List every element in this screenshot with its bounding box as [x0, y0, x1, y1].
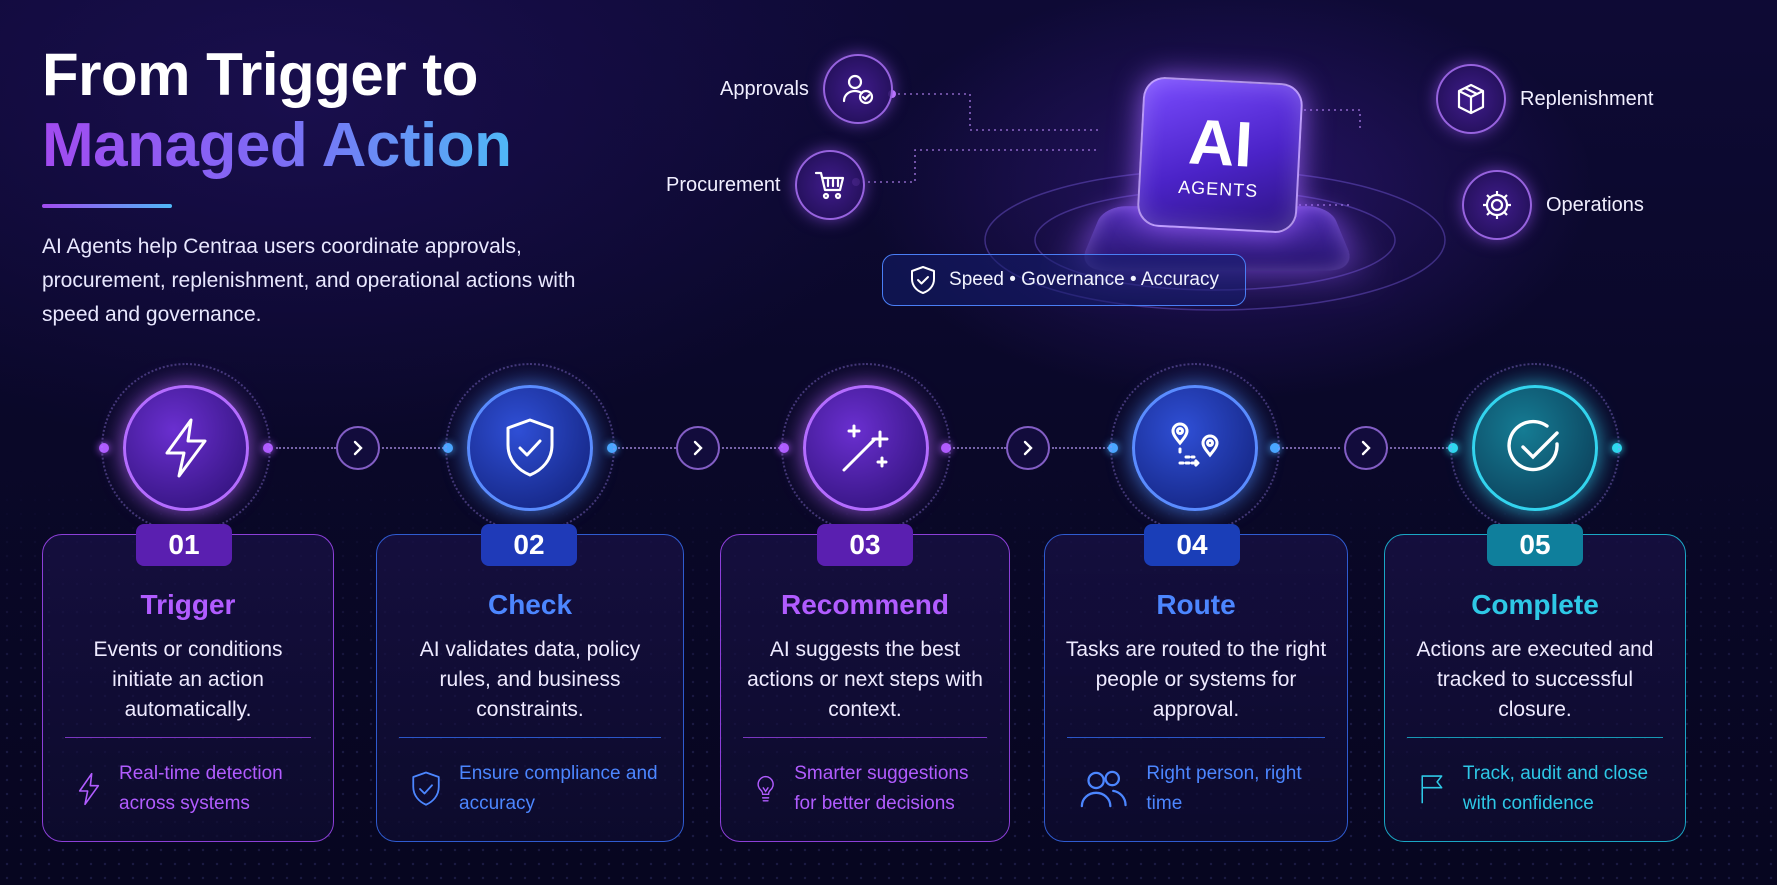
step-card-4: Route Tasks are routed to the right peop…: [1044, 534, 1348, 842]
step-description: Tasks are routed to the right people or …: [1065, 638, 1327, 721]
box-icon: [1436, 64, 1506, 134]
next-arrow-button[interactable]: [1006, 426, 1050, 470]
step-4-icon: [1110, 363, 1280, 533]
tagline-text: Speed • Governance • Accuracy: [949, 269, 1219, 290]
step-card-5: Complete Actions are executed and tracke…: [1384, 534, 1686, 842]
step-footnote: Real-time detection across systems: [119, 763, 283, 814]
next-arrow-button[interactable]: [1344, 426, 1388, 470]
step-2-icon: [445, 363, 615, 533]
connector: [1052, 447, 1112, 449]
gear-icon: [1462, 170, 1532, 240]
chevron-right-icon: [693, 440, 703, 456]
lightning-icon: [78, 772, 100, 806]
connector: [722, 447, 784, 449]
hub-label: Approvals: [720, 77, 809, 100]
step-footnote: Ensure compliance and accuracy: [459, 763, 658, 814]
ai-agents-hub: Approvals Procurement Replenishment: [666, 30, 1680, 350]
step-description: Actions are executed and tracked to succ…: [1416, 638, 1654, 721]
hub-item-procurement[interactable]: Procurement: [666, 150, 865, 220]
shield-check-icon: [412, 771, 440, 806]
step-title: Trigger: [140, 589, 236, 620]
users-icon: [1080, 770, 1127, 808]
step-footnote: Smarter suggestions for better decisions: [794, 763, 969, 814]
hub-item-approvals[interactable]: Approvals: [720, 54, 893, 124]
step-card-2: Check AI validates data, policy rules, a…: [376, 534, 684, 842]
step-card-1: Trigger Events or conditions initiate an…: [42, 534, 334, 842]
title-line-1: From Trigger to: [42, 41, 478, 108]
cart-icon: [794, 150, 865, 220]
step-description: AI suggests the best actions or next ste…: [747, 638, 983, 721]
connector: [1278, 447, 1340, 449]
step-badge: 03: [817, 524, 913, 566]
step-description: Events or conditions initiate an action …: [93, 638, 283, 721]
ai-cube: AI AGENTS: [1136, 75, 1304, 235]
step-footnote: Right person, right time: [1146, 763, 1302, 814]
hub-label: Procurement: [666, 173, 781, 196]
chevron-right-icon: [353, 440, 363, 456]
step-5-icon: [1450, 363, 1620, 533]
agents-label: AGENTS: [1177, 176, 1259, 201]
connector: [946, 447, 1006, 449]
step-badge: 04: [1144, 524, 1240, 566]
connector: [382, 447, 448, 449]
chevron-right-icon: [1023, 440, 1033, 456]
ai-label: AI: [1186, 104, 1255, 181]
step-title: Check: [487, 589, 573, 620]
next-arrow-button[interactable]: [336, 426, 380, 470]
step-3-icon: [781, 363, 951, 533]
tagline-pill: Speed • Governance • Accuracy: [882, 254, 1246, 306]
step-description: AI validates data, policy rules, and bus…: [419, 638, 641, 721]
step-title: Recommend: [780, 589, 950, 620]
step-footnote: Track, audit and close with confidence: [1462, 763, 1649, 814]
flag-icon: [1421, 775, 1443, 804]
intro-text: AI Agents help Centraa users coordinate …: [42, 235, 576, 326]
hub-item-replenishment[interactable]: Replenishment: [1436, 64, 1653, 134]
user-check-icon: [822, 54, 893, 124]
step-title: Complete: [1471, 589, 1599, 620]
title-underline: [42, 204, 172, 208]
step-title: Route: [1156, 589, 1236, 620]
chevron-right-icon: [1361, 440, 1371, 456]
lightbulb-icon: [757, 775, 774, 802]
step-badge: 01: [136, 524, 232, 566]
step-1-icon: [101, 363, 271, 533]
next-arrow-button[interactable]: [676, 426, 720, 470]
title-line-2: Managed Action: [42, 111, 512, 180]
hub-item-operations[interactable]: Operations: [1462, 170, 1644, 240]
connector: [614, 447, 676, 449]
hub-label: Replenishment: [1520, 87, 1654, 110]
connector: [276, 447, 336, 449]
shield-check-icon: [911, 266, 936, 294]
hub-label: Operations: [1546, 193, 1644, 216]
step-card-3: Recommend AI suggests the best actions o…: [720, 534, 1010, 842]
step-badge: 05: [1487, 524, 1583, 566]
connector: [1386, 447, 1452, 449]
step-badge: 02: [481, 524, 577, 566]
